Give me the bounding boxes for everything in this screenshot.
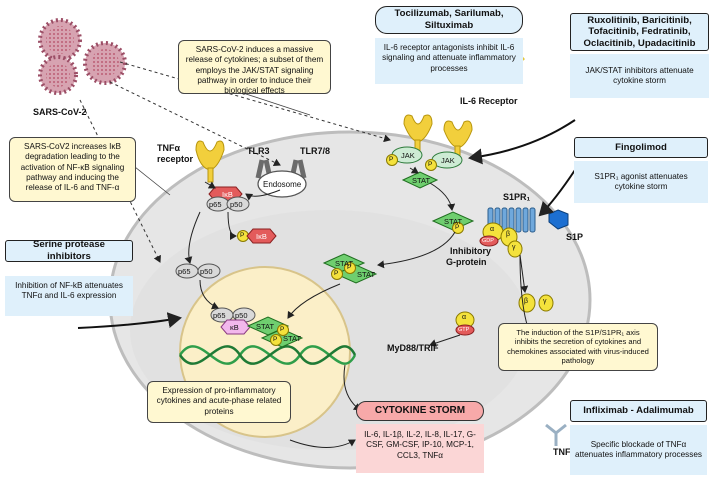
gtp-label: GTP [458,327,470,333]
expression-box: Expression of pro-inflammatory cytokines… [147,381,291,423]
ikb-hexagon-degraded [246,228,277,244]
p50-ikb [226,196,250,212]
jak-label-1: JAK [401,151,415,160]
s1pr1-label: S1PR₁ [503,192,531,202]
alpha-label: α [490,226,495,233]
stat-monomer [401,171,439,189]
stat-label-2: STAT [444,217,463,226]
beta-label: β [506,231,511,238]
fingolimod-title: Fingolimod [574,137,708,158]
s1p-axis-box: The induction of the S1P/S1PR₁ axis inhi… [498,323,658,371]
infliximab-title: Infliximab - Adalimumab [570,400,707,422]
jak-label-2: JAK [441,156,455,165]
stat-nuclear-label-2: STAT [283,334,302,343]
tocilizumab-title: Tocilizumab, Sarilumab, Siltuximab [375,6,523,34]
tlr78-label: TLR7/8 [300,146,331,156]
p-label-jak-1: P [389,156,394,163]
p50-label-2: p50 [200,267,213,276]
gamma-label: γ [512,244,516,251]
phospho-nuclear-2 [270,334,282,346]
serine-protease-text: Inhibition of NF-kB attenuates TNFα and … [5,276,133,316]
beta-released-label: β [524,298,529,305]
inhibition-arrows [77,119,576,329]
stat-dimer-label-2: STAT [357,270,376,279]
p65-label-1: p65 [209,200,222,209]
stat-nuclear-label-1: STAT [256,322,275,331]
antibody-icon-infliximab-left [545,423,567,446]
p-label-dimer-2: P [347,264,352,271]
alpha-released-label: α [462,314,467,321]
il6-receptor-label: IL-6 Receptor [460,96,518,106]
inhibitory-g-protein-label-2: G-protein [446,257,487,267]
p50-label-3: p50 [235,311,248,320]
endosome [257,170,307,198]
phospho-dimer-2 [344,262,356,274]
phospho-jak-2 [425,159,437,171]
endosome-label: Endosome [263,180,302,189]
phospho-jak-1 [386,154,398,166]
tnfa-free-label: TNFα [553,447,577,457]
cytokine-release-box: SARS-CoV-2 induces a massive release of … [178,40,331,95]
p-label-nuclear-1: P [280,326,285,333]
gdp-label: GDP [482,238,494,244]
s1p-label: S1P [566,232,584,242]
gamma-released [538,294,554,312]
gtp [455,324,475,336]
tocilizumab-text: IL-6 receptor antagonists inhibit IL-6 s… [375,38,523,84]
stat-label-1: STAT [412,176,431,185]
tnfa-receptor-label-1: TNFα [157,143,181,153]
myd88-label: MyD88/TRIF [387,343,439,353]
p-label-ikb: P [240,232,245,239]
tlr3-label: TLR3 [247,146,270,156]
gamma-released-label: γ [543,298,547,305]
p-label-nuclear-2: P [273,336,278,343]
g-gamma [507,240,523,258]
s1pr1-receptor-icon [487,207,536,233]
phospho-stat [452,222,464,234]
p65-label-2: p65 [178,267,191,276]
p65-label-3: p65 [213,311,226,320]
kb-label: κB [230,323,239,332]
p-label-jak-2: P [428,161,433,168]
ikb-label-2: IκB [256,232,267,241]
fingolimod-text: S1PR₁ agonist attenuates cytokine storm [574,161,708,203]
jak-inhibitors-text: JAK/STAT inhibitors attenuate cytokine s… [570,54,709,98]
gdp [479,235,499,247]
p-label-stat: P [455,224,460,231]
il6-receptor-icon [403,114,473,157]
phospho-dimer-1 [331,268,343,280]
cytokine-storm-list: IL-6, IL-1β, IL-2, IL-8, IL-17, G-CSF, G… [356,424,484,473]
p50-free [197,263,221,279]
virus-particles [38,18,127,95]
dna-strand-b [178,345,357,365]
inhibitory-g-protein-label-1: Inhibitory [450,246,491,256]
cytokine-storm-title: CYTOKINE STORM [356,401,484,421]
kb-hexagon [220,319,251,335]
tnfa-receptor-icon [195,140,225,183]
p50-label-1: p50 [230,200,243,209]
sars-cov2-label: SARS-CoV-2 [33,107,87,117]
ikb-label-1: IκB [222,190,233,199]
jak-inhibitors-title: Ruxolitinib, Baricitinib, Tofacitinib, F… [570,13,709,51]
p-label-dimer-1: P [334,270,339,277]
stat-dimer-label-1: STAT [335,259,354,268]
infliximab-text: Specific blockade of TNFα attenuates inf… [570,425,707,475]
serine-protease-title: Serine protease inhibitors [5,239,133,262]
phospho-nuclear-1 [277,324,289,336]
ikb-degradation-box: SARS-CoV2 increases IκB degradation lead… [9,137,136,202]
tnfa-receptor-label-2: receptor [157,154,194,164]
